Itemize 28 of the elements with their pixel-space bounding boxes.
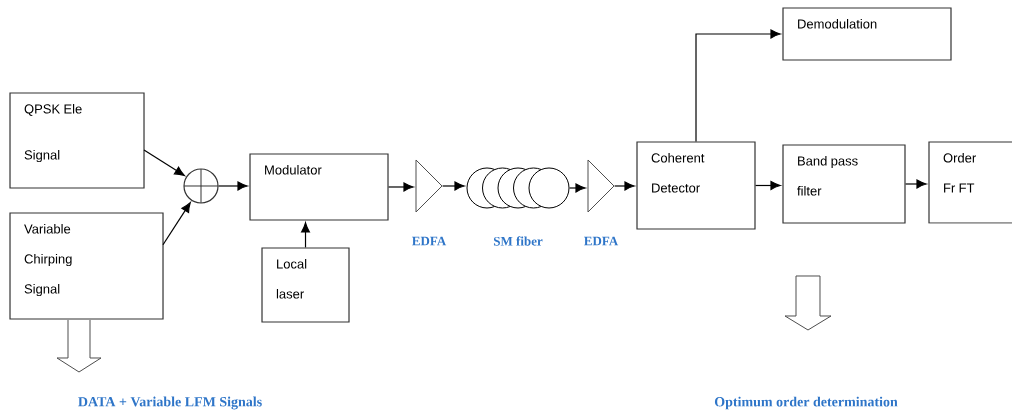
block-box: Order Fr FT [928, 141, 1012, 224]
arrow [218, 181, 248, 191]
summing-junction [183, 168, 219, 204]
caption-label: DATA + Variable LFM Signals [78, 396, 262, 410]
arrow [301, 222, 310, 248]
amplifier-triangle [587, 159, 615, 213]
amplifier-triangle [415, 159, 443, 213]
fiber-coil-drawing [466, 167, 570, 209]
block-box: QPSK Ele Signal [9, 92, 145, 189]
block-box: Variable Chirping Signal [9, 212, 164, 320]
arrow [614, 181, 635, 191]
block-box: Demodulation [782, 7, 952, 61]
arrow [905, 179, 927, 189]
arrow [162, 202, 191, 246]
arrow [569, 183, 586, 193]
component-label: SM fiber [493, 236, 543, 246]
arrow [388, 182, 414, 192]
caption-label: Optimum order determination [714, 396, 898, 410]
arrow [755, 181, 781, 190]
component-label: EDFA [412, 236, 447, 246]
block-box: Local laser [261, 247, 350, 323]
arrow [695, 29, 781, 142]
block-box: Band pass filter [782, 144, 906, 224]
arrow [442, 181, 465, 191]
arrow [143, 149, 185, 176]
block-box: Coherent Detector [636, 141, 756, 230]
component-label: EDFA [584, 236, 619, 246]
block-box: Modulator [249, 153, 389, 221]
